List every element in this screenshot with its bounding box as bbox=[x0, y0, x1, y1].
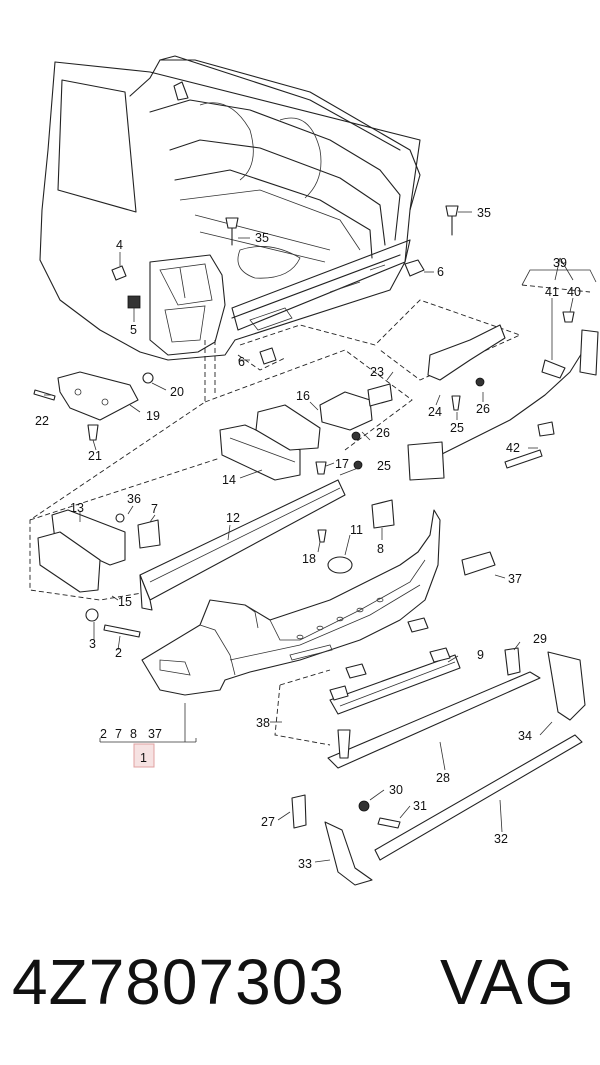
callout-40: 40 bbox=[567, 285, 581, 299]
callout-23: 23 bbox=[370, 365, 384, 379]
callout-35-right: 35 bbox=[477, 206, 491, 220]
callout-27: 27 bbox=[261, 815, 275, 829]
callout-17: 17 bbox=[335, 457, 349, 471]
callout-26-lower: 26 bbox=[376, 426, 390, 440]
callout-32: 32 bbox=[494, 832, 508, 846]
part-number: 4Z7807303 bbox=[12, 946, 345, 1018]
callout-22: 22 bbox=[35, 414, 49, 428]
callout-30: 30 bbox=[389, 783, 403, 797]
callout-6-upper: 6 bbox=[437, 265, 444, 279]
callout-15: 15 bbox=[118, 595, 132, 609]
callout-14: 14 bbox=[222, 473, 236, 487]
callout-31: 31 bbox=[413, 799, 427, 813]
side-absorbers bbox=[37, 404, 321, 593]
assembly-dashed-lines bbox=[29, 284, 591, 746]
highlight-box bbox=[133, 743, 155, 768]
callout-37: 37 bbox=[508, 572, 522, 586]
callout-9: 9 bbox=[477, 648, 484, 662]
group-label-7: 7 bbox=[115, 727, 122, 741]
callout-36: 36 bbox=[127, 492, 141, 506]
callout-7: 7 bbox=[151, 502, 158, 516]
callout-12: 12 bbox=[226, 511, 240, 525]
callout-24: 24 bbox=[428, 405, 442, 419]
callout-4: 4 bbox=[116, 238, 123, 252]
callout-11: 11 bbox=[350, 523, 363, 537]
callout-2-main: 2 bbox=[115, 646, 122, 660]
callout-3: 3 bbox=[89, 637, 96, 651]
brand-label: VAG bbox=[440, 946, 577, 1018]
callout-1: 1 bbox=[140, 751, 147, 765]
callout-28: 28 bbox=[436, 771, 450, 785]
group-label-37: 37 bbox=[148, 727, 162, 741]
callout-20: 20 bbox=[170, 385, 184, 399]
callout-19: 19 bbox=[146, 409, 160, 423]
impact-bar bbox=[139, 479, 346, 611]
callout-38: 38 bbox=[256, 716, 270, 730]
callout-numbers: 1 2 3 4 5 6 6 7 8 9 11 12 13 14 15 16 17… bbox=[35, 206, 581, 871]
callout-34: 34 bbox=[518, 729, 532, 743]
callout-39: 39 bbox=[553, 256, 567, 270]
leader-lines bbox=[44, 211, 597, 863]
callout-26-upper: 26 bbox=[476, 402, 490, 416]
group-label-8: 8 bbox=[130, 727, 137, 741]
callout-35-left: 35 bbox=[255, 231, 269, 245]
callout-29: 29 bbox=[533, 632, 547, 646]
callout-13: 13 bbox=[70, 501, 84, 515]
part-info-footer: 4Z7807303 VAG bbox=[0, 932, 600, 1032]
callout-6-lower: 6 bbox=[238, 355, 245, 369]
callout-8: 8 bbox=[377, 542, 384, 556]
callout-16: 16 bbox=[296, 389, 310, 403]
small-hardware bbox=[33, 205, 599, 886]
exploded-parts-diagram: 1 2 3 4 5 6 6 7 8 9 11 12 13 14 15 16 17… bbox=[29, 55, 599, 886]
callout-18: 18 bbox=[302, 552, 316, 566]
callout-21: 21 bbox=[88, 449, 102, 463]
car-body-outline bbox=[39, 55, 421, 361]
callout-41: 41 bbox=[545, 285, 559, 299]
callout-33: 33 bbox=[298, 857, 312, 871]
callout-42: 42 bbox=[506, 441, 520, 455]
callout-25-lower: 25 bbox=[377, 459, 391, 473]
callout-5: 5 bbox=[130, 323, 137, 337]
bumper-cover bbox=[141, 509, 441, 696]
callout-25-upper: 25 bbox=[450, 421, 464, 435]
group-label-2: 2 bbox=[100, 727, 107, 741]
